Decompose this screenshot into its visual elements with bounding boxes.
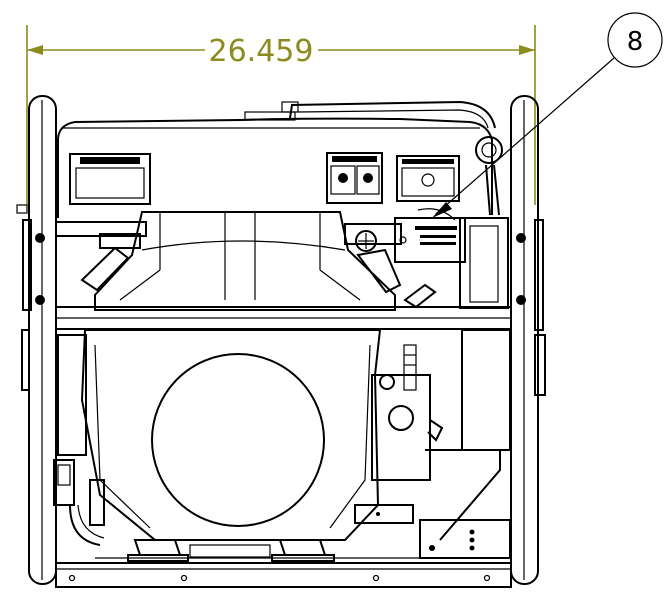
fuel-gauge [475, 136, 503, 216]
right-vent [356, 248, 402, 294]
lower-right-box [354, 504, 414, 524]
engine-flywheel-cover [151, 353, 325, 527]
engine-right-details [371, 344, 444, 481]
frame-left-upright [28, 95, 57, 585]
callout-balloon-8[interactable]: 8 [607, 12, 663, 68]
left-side-panel [22, 219, 32, 311]
warning-label-right [396, 155, 460, 202]
engine-body [80, 329, 382, 541]
dimension-arrow-left [27, 45, 43, 55]
engine-mounts [95, 539, 420, 562]
left-vent [80, 246, 130, 292]
control-panel [394, 208, 509, 309]
leader-line [432, 57, 615, 218]
frame-bolts [35, 233, 526, 305]
warning-label-center [326, 152, 383, 204]
fuel-tank [57, 100, 496, 218]
right-lower-panel [534, 334, 546, 396]
right-side-panel [534, 219, 544, 331]
alternator-bracket [419, 329, 511, 559]
engine-left-details [53, 334, 105, 546]
overall-width-dimension: 26.459 [26, 25, 536, 205]
balloon-number: 8 [627, 27, 644, 57]
dimension-arrow-right [519, 45, 535, 55]
engine-shroud [94, 211, 396, 311]
dimension-value: 26.459 [209, 34, 314, 69]
left-frame-stub [16, 204, 28, 214]
base-frame [55, 562, 512, 588]
left-lower-panel [21, 329, 30, 391]
warning-label-left [69, 153, 151, 205]
upper-crossbar [55, 221, 402, 252]
frame-right-upright [510, 95, 539, 585]
